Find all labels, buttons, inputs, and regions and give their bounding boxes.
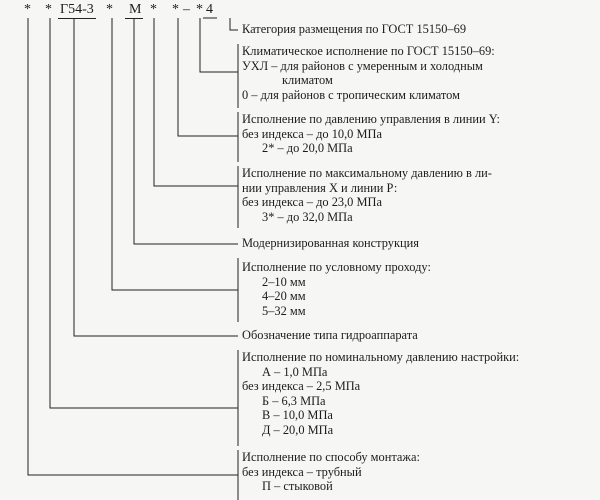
code-mounting-symbol: * [24, 2, 31, 17]
list-item: без индекса – до 10,0 МПа [242, 126, 382, 141]
list-item: А – 1,0 МПа [262, 364, 328, 379]
section-type: Обозначение типа гидроаппарата [242, 328, 597, 343]
section-mounting: Исполнение по способу монтажа: без индек… [242, 450, 597, 494]
connector-control-pressure [177, 18, 238, 137]
list-item: П – стыковой [262, 479, 333, 493]
list-item: Б – 6,3 МПа [262, 393, 326, 408]
section-title-cont: нии управления Х и линии Р: [242, 180, 398, 195]
list-item: без индекса – до 23,0 МПа [242, 195, 382, 209]
code-climate-symbol: * [196, 2, 203, 17]
list-item: без индекса – трубный [242, 464, 362, 479]
connector-bore [111, 18, 238, 291]
code-control-pressure-symbol: * [172, 2, 179, 17]
climate-uhl: УХЛ – для районов с умеренным и холодным [242, 58, 483, 73]
section-title: Исполнение по способу монтажа: [242, 450, 420, 464]
section-title: Исполнение по номинальному давлению наст… [242, 350, 520, 364]
section-title: Обозначение типа гидроаппарата [242, 328, 418, 342]
connector-modernized [133, 18, 238, 245]
connector-type [73, 18, 238, 337]
code-setting-symbol: * [45, 2, 52, 17]
connector-climate [199, 18, 238, 73]
section-max-pressure: Исполнение по максимальному давлению в л… [242, 166, 597, 224]
code-type: Г54-3 [60, 2, 94, 17]
list-item: В – 10,0 МПа [262, 408, 333, 422]
list-item: 2–10 мм [262, 274, 306, 289]
connector-placement [229, 18, 238, 31]
list-item: 5–32 мм [262, 303, 306, 318]
code-placement-digit: 4 [206, 2, 213, 17]
connector-max-pressure [153, 18, 238, 187]
section-setting-pressure: Исполнение по номинальному давлению наст… [242, 350, 597, 437]
code-mod-underline [125, 2, 143, 19]
code-dash: – [183, 2, 190, 17]
section-bore: Исполнение по условному проходу: 2–10 мм… [242, 260, 597, 318]
section-placement: Категория размещения по ГОСТ 15150–69 [242, 22, 597, 37]
section-title: Категория размещения по ГОСТ 15150–69 [242, 22, 467, 36]
list-item: без индекса – 2,5 МПа [242, 379, 361, 393]
connector-setting-pressure [49, 18, 238, 409]
list-item: Д – 20,0 МПа [262, 422, 334, 437]
code-bore-symbol: * [106, 2, 113, 17]
list-item: 3* – до 32,0 МПа [262, 209, 353, 224]
list-item: 2* – до 20,0 МПа [262, 141, 353, 155]
section-title: Исполнение по условному проходу: [242, 260, 431, 274]
code-max-pressure-symbol: * [150, 2, 157, 17]
section-title: Модернизированная конструкция [242, 236, 419, 250]
code-mod: М [129, 2, 142, 17]
code-type-underline [58, 2, 96, 19]
section-title: Исполнение по максимальному давлению в л… [242, 166, 492, 180]
section-title: Климатическое исполнение по ГОСТ 15150–6… [242, 44, 495, 58]
list-item: 4–20 мм [262, 289, 306, 303]
climate-tropical: 0 – для районов с тропическим климатом [242, 87, 460, 102]
connector-mounting [27, 18, 238, 476]
climate-uhl-cont: климатом [282, 73, 333, 87]
section-title: Исполнение по давлению управления в лини… [242, 112, 500, 126]
section-climate: Климатическое исполнение по ГОСТ 15150–6… [242, 44, 597, 102]
section-control-pressure: Исполнение по давлению управления в лини… [242, 112, 597, 156]
section-modernized: Модернизированная конструкция [242, 236, 597, 251]
